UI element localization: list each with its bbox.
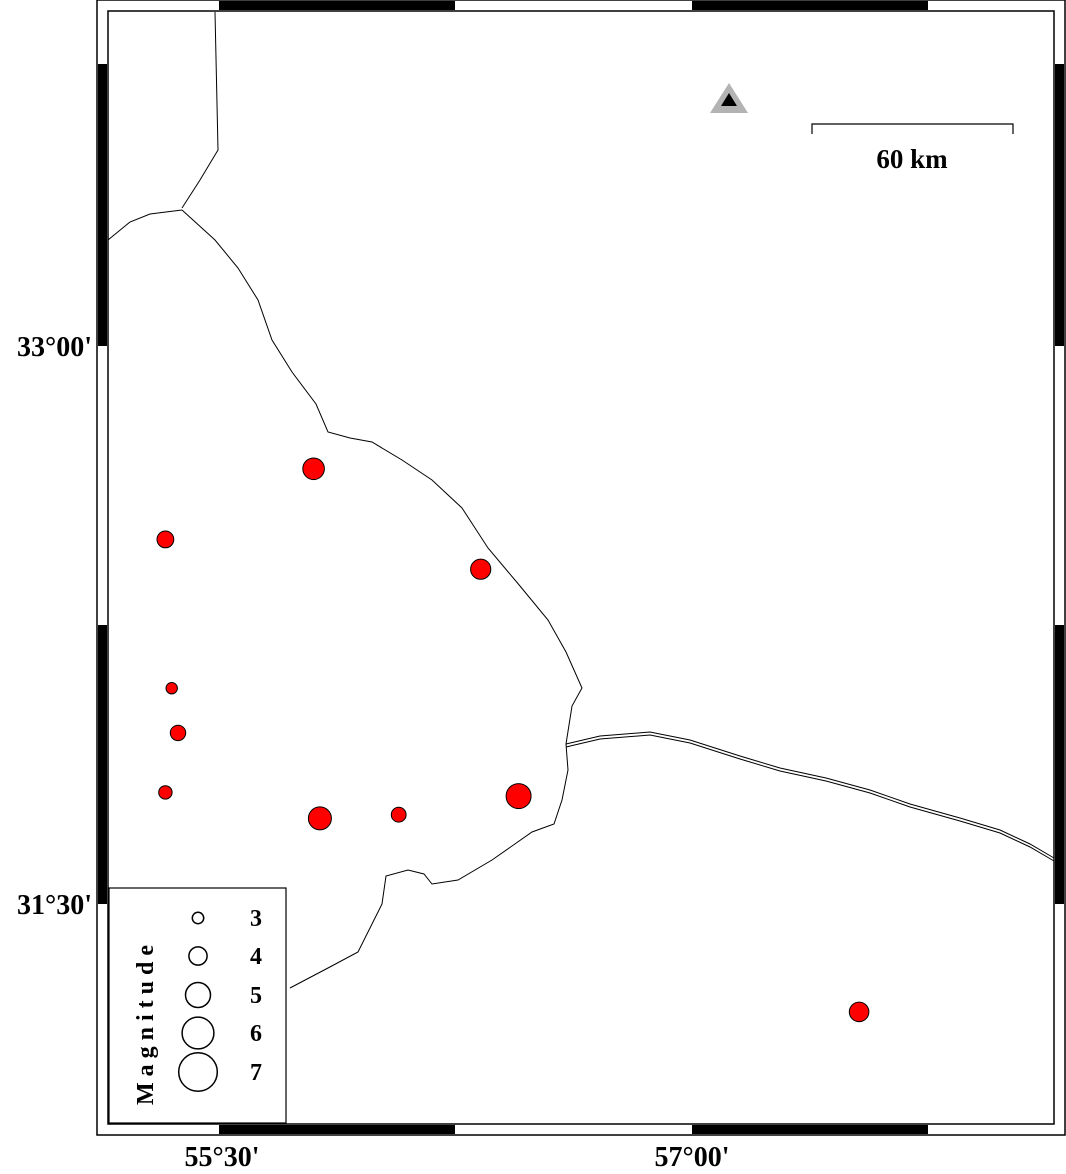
frame-checker-left [98,64,107,904]
lon-label-55-30: 55°30' [185,1142,260,1173]
legend-label-6: 6 [250,1021,262,1047]
lon-label-57-00: 57°00' [655,1142,730,1173]
earthquake-event-2 [156,530,175,549]
frame-checker-top [219,1,928,10]
legend-label-4: 4 [250,944,262,970]
map-frame-outer [96,0,1066,1136]
legend-circle-4 [188,946,208,966]
legend-circle-6 [181,1016,215,1050]
boundary-north [181,11,219,209]
earthquake-event-3 [470,558,492,580]
boundary-diagonal [181,209,583,745]
boundary-central-south [289,743,569,989]
magnitude-legend: Magnitude 3 4 5 6 7 [108,887,287,1124]
scale-bar: 60 km [811,123,1014,174]
province-boundaries [107,11,1055,989]
legend-title: Magnitude [133,939,159,1105]
lat-label-33-00: 33°00' [17,332,92,363]
earthquake-event-1 [302,457,325,481]
earthquake-event-10 [505,783,532,810]
earthquake-event-6 [169,724,187,742]
scale-bar-label: 60 km [876,144,948,174]
boundary-west [107,209,183,241]
legend-label-7: 7 [250,1060,262,1086]
boundary-east-double [565,734,1055,862]
legend-box [108,887,287,1124]
legend-label-3: 3 [250,906,262,932]
earthquake-event-7 [158,785,173,800]
earthquake-event-8 [307,806,332,831]
earthquake-event-5 [165,682,178,695]
legend-circle-3 [191,911,205,925]
boundary-east [565,731,1055,859]
earthquake-event-9 [390,806,407,823]
earthquake-events [156,457,870,1023]
lat-label-31-30: 31°30' [17,890,92,921]
legend-entries: 3 4 5 6 7 [177,906,262,1093]
legend-label-5: 5 [250,983,262,1009]
earthquake-event-11 [848,1001,870,1023]
triangle-station-icon [710,83,748,113]
legend-circle-7 [177,1051,219,1093]
frame-checker-right [1055,64,1064,904]
frame-checker-bottom [219,1125,928,1134]
legend-circle-5 [184,981,212,1009]
map-frame-inner [107,10,1055,1125]
